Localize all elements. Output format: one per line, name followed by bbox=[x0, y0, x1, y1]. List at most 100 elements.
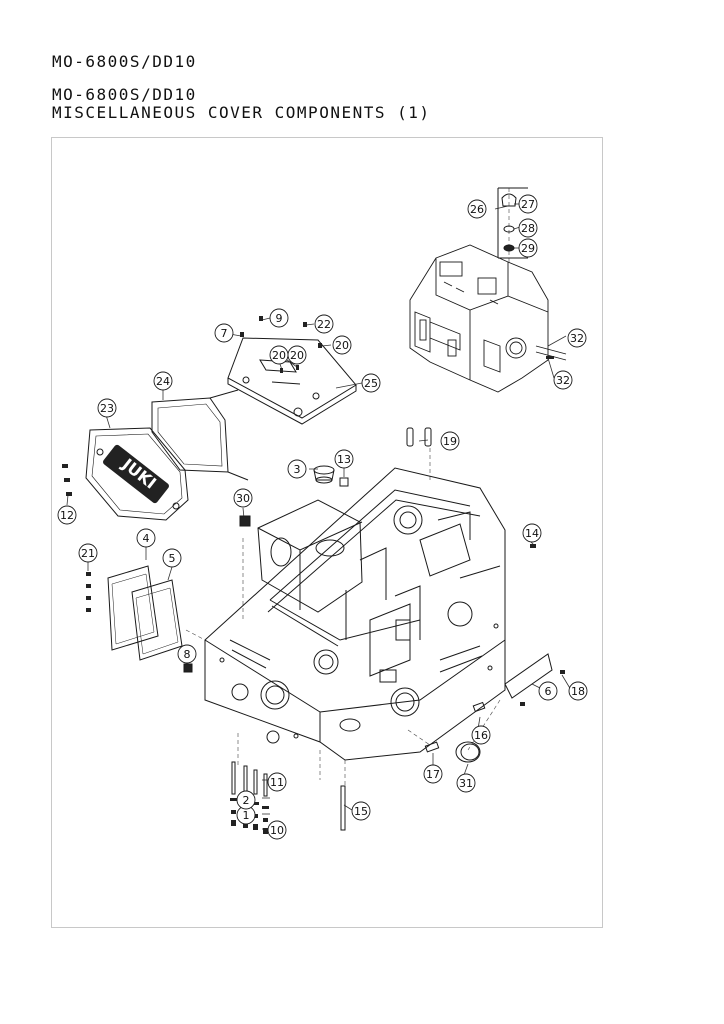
callout-circle bbox=[332, 335, 352, 355]
callout-9: 9 bbox=[269, 308, 289, 328]
callout-circle bbox=[214, 323, 234, 343]
callout-4: 4 bbox=[136, 528, 156, 548]
diagram-frame bbox=[51, 137, 603, 928]
callout-label: 27 bbox=[521, 198, 535, 211]
callout-label: 29 bbox=[521, 242, 535, 255]
callout-circle bbox=[78, 543, 98, 563]
callout-circle bbox=[267, 772, 287, 792]
cover-screws-12 bbox=[62, 464, 72, 496]
callout-24: 24 bbox=[153, 371, 173, 391]
callout-label: 23 bbox=[100, 402, 114, 415]
callout-25: 25 bbox=[361, 373, 381, 393]
callout-6: 6 bbox=[538, 681, 558, 701]
callout-8: 8 bbox=[177, 644, 197, 664]
pin-17 bbox=[424, 741, 440, 753]
callout-17: 17 bbox=[423, 764, 443, 784]
callout-label: 31 bbox=[459, 777, 473, 790]
callout-label: 16 bbox=[474, 729, 488, 742]
callout-circle bbox=[267, 820, 287, 840]
callout-label: 19 bbox=[443, 435, 457, 448]
callout-label: 3 bbox=[294, 463, 301, 476]
callout-30: 30 bbox=[233, 488, 253, 508]
rod-15 bbox=[340, 785, 346, 831]
side-gasket-5 bbox=[131, 579, 183, 661]
main-frame-body bbox=[204, 467, 506, 761]
callout-2: 2 bbox=[236, 790, 256, 810]
screw-18 bbox=[520, 670, 565, 706]
callout-circle bbox=[518, 238, 538, 258]
callout-label: 13 bbox=[337, 453, 351, 466]
callout-circle bbox=[471, 725, 491, 745]
callout-label: 26 bbox=[470, 203, 484, 216]
callout-3: 3 bbox=[287, 459, 307, 479]
callout-label: 12 bbox=[60, 509, 74, 522]
cap-3 bbox=[313, 465, 335, 484]
side-plate-4 bbox=[107, 565, 159, 651]
callout-label: 18 bbox=[571, 685, 585, 698]
callout-circle bbox=[269, 308, 289, 328]
callout-label: 4 bbox=[143, 532, 150, 545]
callout-10: 10 bbox=[267, 820, 287, 840]
callout-circle bbox=[334, 449, 354, 469]
callout-circle bbox=[351, 801, 371, 821]
callout-circle bbox=[233, 488, 253, 508]
callout-26: 26 bbox=[467, 199, 487, 219]
callout-label: 7 bbox=[221, 327, 228, 340]
bolt-stack-left bbox=[230, 761, 269, 834]
callout-label: 20 bbox=[290, 349, 304, 362]
callout-32: 32 bbox=[553, 370, 573, 390]
section-title: MISCELLANEOUS COVER COMPONENTS (1) bbox=[52, 103, 431, 122]
callout-circle bbox=[57, 505, 77, 525]
callout-label: 9 bbox=[276, 312, 283, 325]
plate-6 bbox=[504, 653, 553, 699]
callout-28: 28 bbox=[518, 218, 538, 238]
section-model-heading: MO-6800S/DD10 bbox=[52, 85, 197, 104]
alignment-lines bbox=[185, 188, 510, 790]
callout-label: 6 bbox=[545, 685, 552, 698]
callout-label: 15 bbox=[354, 805, 368, 818]
callout-label: 28 bbox=[521, 222, 535, 235]
callout-label: 20 bbox=[272, 349, 286, 362]
callout-label: 32 bbox=[556, 374, 570, 387]
callout-circle bbox=[518, 194, 538, 214]
callout-circle bbox=[162, 548, 182, 568]
callout-label: 21 bbox=[81, 547, 95, 560]
callout-label: 11 bbox=[270, 776, 284, 789]
callout-label: 17 bbox=[426, 768, 440, 781]
callout-label: 14 bbox=[525, 527, 539, 540]
callout-circle bbox=[568, 681, 588, 701]
callout-circle bbox=[287, 459, 307, 479]
callout-circle bbox=[361, 373, 381, 393]
nut-30 bbox=[239, 515, 251, 527]
callout-circle bbox=[518, 218, 538, 238]
callout-20: 20 bbox=[332, 335, 352, 355]
pins-19 bbox=[406, 427, 432, 447]
callout-circle bbox=[97, 398, 117, 418]
callout-label: 1 bbox=[243, 809, 250, 822]
cap-31 bbox=[455, 741, 481, 763]
callout-circle bbox=[522, 523, 542, 543]
document-model-heading: MO-6800S/DD10 bbox=[52, 52, 197, 71]
callout-circle bbox=[440, 431, 460, 451]
callout-circle bbox=[136, 528, 156, 548]
callout-label: 8 bbox=[184, 648, 191, 661]
callout-circle bbox=[567, 328, 587, 348]
callout-15: 15 bbox=[351, 801, 371, 821]
callout-20: 20 bbox=[269, 345, 289, 365]
upper-assembly-view bbox=[409, 244, 567, 393]
callout-32: 32 bbox=[567, 328, 587, 348]
callout-5: 5 bbox=[162, 548, 182, 568]
callout-14: 14 bbox=[522, 523, 542, 543]
callout-31: 31 bbox=[456, 773, 476, 793]
front-cover-juki: JUKI bbox=[85, 427, 189, 521]
callout-circle bbox=[236, 790, 256, 810]
callout-29: 29 bbox=[518, 238, 538, 258]
callout-20: 20 bbox=[287, 345, 307, 365]
side-gasket bbox=[151, 389, 249, 481]
callout-19: 19 bbox=[440, 431, 460, 451]
callout-label: 20 bbox=[335, 339, 349, 352]
callout-circle bbox=[553, 370, 573, 390]
bushing-13 bbox=[339, 477, 349, 487]
callout-circle bbox=[153, 371, 173, 391]
